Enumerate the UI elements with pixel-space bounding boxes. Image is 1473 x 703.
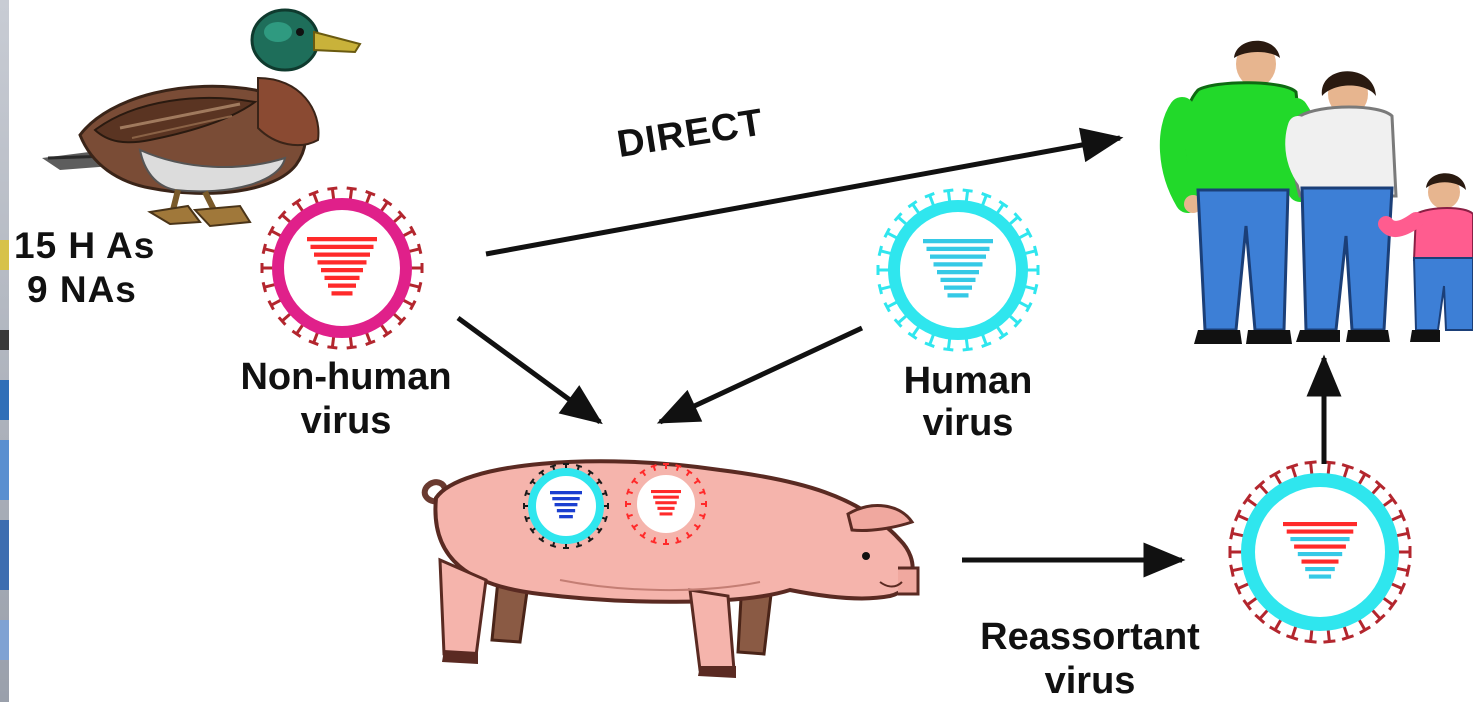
duck-na-count-label: 9 NAs xyxy=(27,268,137,312)
arrow-direct xyxy=(486,138,1120,254)
human-virus-label-line1: Human xyxy=(904,360,1033,403)
reassortant-virus-label-line2: virus xyxy=(1045,660,1136,703)
non-human-virus-label-line2: virus xyxy=(301,400,392,443)
reassortant-virus-label-line1: Reassortant xyxy=(980,616,1200,659)
human-virus-label-line2: virus xyxy=(923,402,1014,445)
child-figure xyxy=(1386,173,1473,342)
man-figure xyxy=(1173,41,1308,344)
non-human-virus-icon xyxy=(262,188,422,348)
arrow-non-human-to-pig xyxy=(458,318,600,422)
duck-ha-count-label: 15 H As xyxy=(14,224,155,268)
woman-figure xyxy=(1293,71,1397,342)
human-virus-icon xyxy=(878,190,1038,350)
human-family-icon xyxy=(1173,41,1473,344)
arrow-human-to-pig xyxy=(660,328,862,422)
non-human-virus-label-line1: Non-human xyxy=(240,356,451,399)
reassortant-virus-icon xyxy=(1230,462,1410,642)
